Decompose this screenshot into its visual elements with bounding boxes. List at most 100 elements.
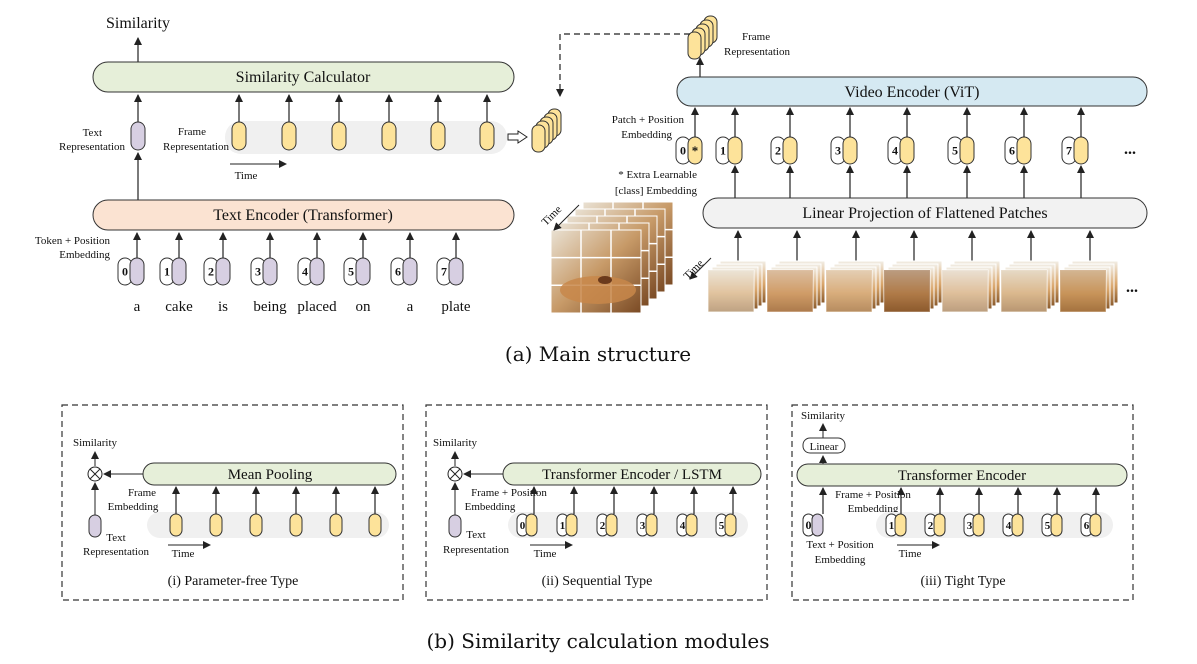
linear-projection-label: Linear Projection of Flattened Patches bbox=[802, 205, 1047, 222]
class-embedding-marker: * bbox=[692, 143, 699, 158]
panel-iii-frame-token-1-embedding bbox=[933, 513, 946, 537]
panel-iii-text-token-index: 0 bbox=[806, 518, 812, 532]
video-volume-image bbox=[550, 201, 674, 314]
panel-iii-frame bbox=[791, 404, 1134, 601]
panel-ii-multiply-x2 bbox=[449, 468, 461, 480]
time-label-main: Time bbox=[235, 170, 258, 182]
text-token-5-embedding bbox=[355, 257, 371, 286]
panel-iii-frame-token-4-embedding bbox=[1050, 513, 1063, 537]
patch-token-3-index: 3 bbox=[835, 144, 841, 158]
text-word-0: a bbox=[134, 299, 141, 315]
panel-ii-text-rep-1: Text bbox=[466, 529, 485, 541]
panel-ii-token-4-index: 4 bbox=[680, 520, 686, 532]
patch-token-5-index: 5 bbox=[952, 144, 958, 158]
text-token-6-embedding bbox=[402, 257, 418, 286]
text-word-1: cake bbox=[165, 299, 193, 315]
patch-token-4-embedding bbox=[899, 136, 915, 165]
transformer-lstm-label: Transformer Encoder / LSTM bbox=[542, 467, 722, 483]
text-token-1-index: 1 bbox=[164, 265, 170, 279]
frame-lane bbox=[225, 121, 507, 154]
patch-token-3-embedding bbox=[842, 136, 858, 165]
pie-slice-shape bbox=[560, 276, 636, 304]
text-encoder-box bbox=[92, 199, 515, 231]
patch-token-6-index: 6 bbox=[1009, 144, 1015, 158]
panel-iii-frame-token-2-index: 3 bbox=[967, 520, 973, 532]
pecan-shape bbox=[598, 276, 612, 284]
patch-image-0-tint bbox=[708, 270, 754, 312]
panel-i-frame-token-0 bbox=[169, 513, 183, 537]
text-token-6: 6 bbox=[390, 257, 418, 286]
patch-token-7-embedding bbox=[1073, 136, 1089, 165]
text-token-4-embedding bbox=[309, 257, 325, 286]
frame-representation-token bbox=[381, 121, 397, 151]
panel-i-frame-token-1 bbox=[209, 513, 223, 537]
text-token-0-embedding bbox=[129, 257, 145, 286]
panel-i-frame-token-3 bbox=[289, 513, 303, 537]
panel-i-frame-tokens bbox=[169, 486, 382, 537]
extra-learnable-label-1: * Extra Learnable bbox=[618, 169, 697, 181]
text-word-6: a bbox=[407, 299, 414, 315]
panel-ii-token-0-index: 0 bbox=[520, 520, 526, 532]
text-token-6-index: 6 bbox=[395, 265, 401, 279]
patch-token-2: 2 bbox=[770, 136, 798, 165]
panel-ii-similarity: Similarity bbox=[433, 437, 478, 449]
stack-mid-frame-0 bbox=[531, 124, 546, 153]
text-token-row: 0 1 2 3 4 5 6 7 bbox=[117, 232, 464, 286]
patch-token-7: 7 bbox=[1061, 136, 1089, 165]
patch-token-6-embedding bbox=[1016, 136, 1032, 165]
text-word-5: on bbox=[356, 299, 372, 315]
patch-token-1-embedding bbox=[727, 136, 743, 165]
panel-ii-token-4: 4 bbox=[676, 513, 698, 537]
panel-i-similarity: Similarity bbox=[73, 437, 118, 449]
panel-ii-token-3-embedding bbox=[645, 513, 658, 537]
patch-image-6-tint bbox=[1060, 270, 1106, 312]
text-token-4-index: 4 bbox=[302, 265, 308, 279]
caption-b: (b) Similarity calculation modules bbox=[426, 629, 769, 653]
patch-image-4-tint bbox=[942, 270, 988, 312]
time-arrow-patches bbox=[689, 257, 712, 280]
panel-ii-token-4-embedding bbox=[685, 513, 698, 537]
text-token-5-index: 5 bbox=[348, 265, 354, 279]
panel-i-frame bbox=[61, 404, 404, 601]
text-token-3: 3 bbox=[250, 257, 278, 286]
text-encoder-label: Text Encoder (Transformer) bbox=[213, 207, 393, 224]
panel-i-text-rep-1: Text bbox=[106, 532, 125, 544]
panel-iii-caption: (iii) Tight Type bbox=[920, 574, 1005, 589]
text-token-7-index: 7 bbox=[441, 265, 447, 279]
frame-representation-token bbox=[331, 121, 347, 151]
panel-iii-frame-token-0-index: 1 bbox=[889, 520, 895, 532]
text-token-0: 0 bbox=[117, 257, 145, 286]
token-position-label-2: Embedding bbox=[59, 249, 110, 261]
dashed-frame-path bbox=[556, 33, 690, 97]
frame-stack-mid bbox=[531, 108, 562, 153]
frame-representation-token bbox=[479, 121, 495, 151]
panel-ii-embedding: Embedding bbox=[465, 501, 516, 513]
token-position-label-1: Token + Position bbox=[35, 235, 111, 247]
panel-iii-frame-pos-2: Embedding bbox=[848, 503, 899, 515]
patch-image-1-tint bbox=[767, 270, 813, 312]
text-word-4: placed bbox=[297, 299, 337, 315]
panel-ii-token-0-embedding bbox=[525, 513, 538, 537]
time-arrow-video bbox=[553, 204, 580, 231]
panel-tight: Similarity Linear Transformer Encoder Fr… bbox=[791, 404, 1134, 601]
panel-ii-time: Time bbox=[534, 548, 557, 560]
panel-parameter-free: Similarity Mean Pooling Frame Embedding … bbox=[61, 404, 404, 601]
text-token-2-index: 2 bbox=[208, 265, 214, 279]
panel-iii-frame-token-3-index: 4 bbox=[1006, 520, 1012, 532]
frame-rep-top-label-1: Frame bbox=[742, 31, 770, 43]
frame-tokens bbox=[231, 94, 495, 151]
text-word-2: is bbox=[218, 299, 228, 315]
mean-pooling-label: Mean Pooling bbox=[228, 467, 313, 483]
similarity-calculator-box bbox=[92, 61, 515, 93]
panel-ii-token-2: 2 bbox=[596, 513, 618, 537]
panel-ii-token-3: 3 bbox=[636, 513, 658, 537]
time-label-patches: Time bbox=[682, 257, 707, 282]
patch-image-3-tint bbox=[884, 270, 930, 312]
panel-ii-lane bbox=[508, 512, 748, 538]
patch-image-2-tint bbox=[826, 270, 872, 312]
frame-representation-token bbox=[231, 121, 247, 151]
panel-ii-token-2-index: 2 bbox=[600, 520, 606, 532]
patch-image-5-tint bbox=[1001, 270, 1047, 312]
